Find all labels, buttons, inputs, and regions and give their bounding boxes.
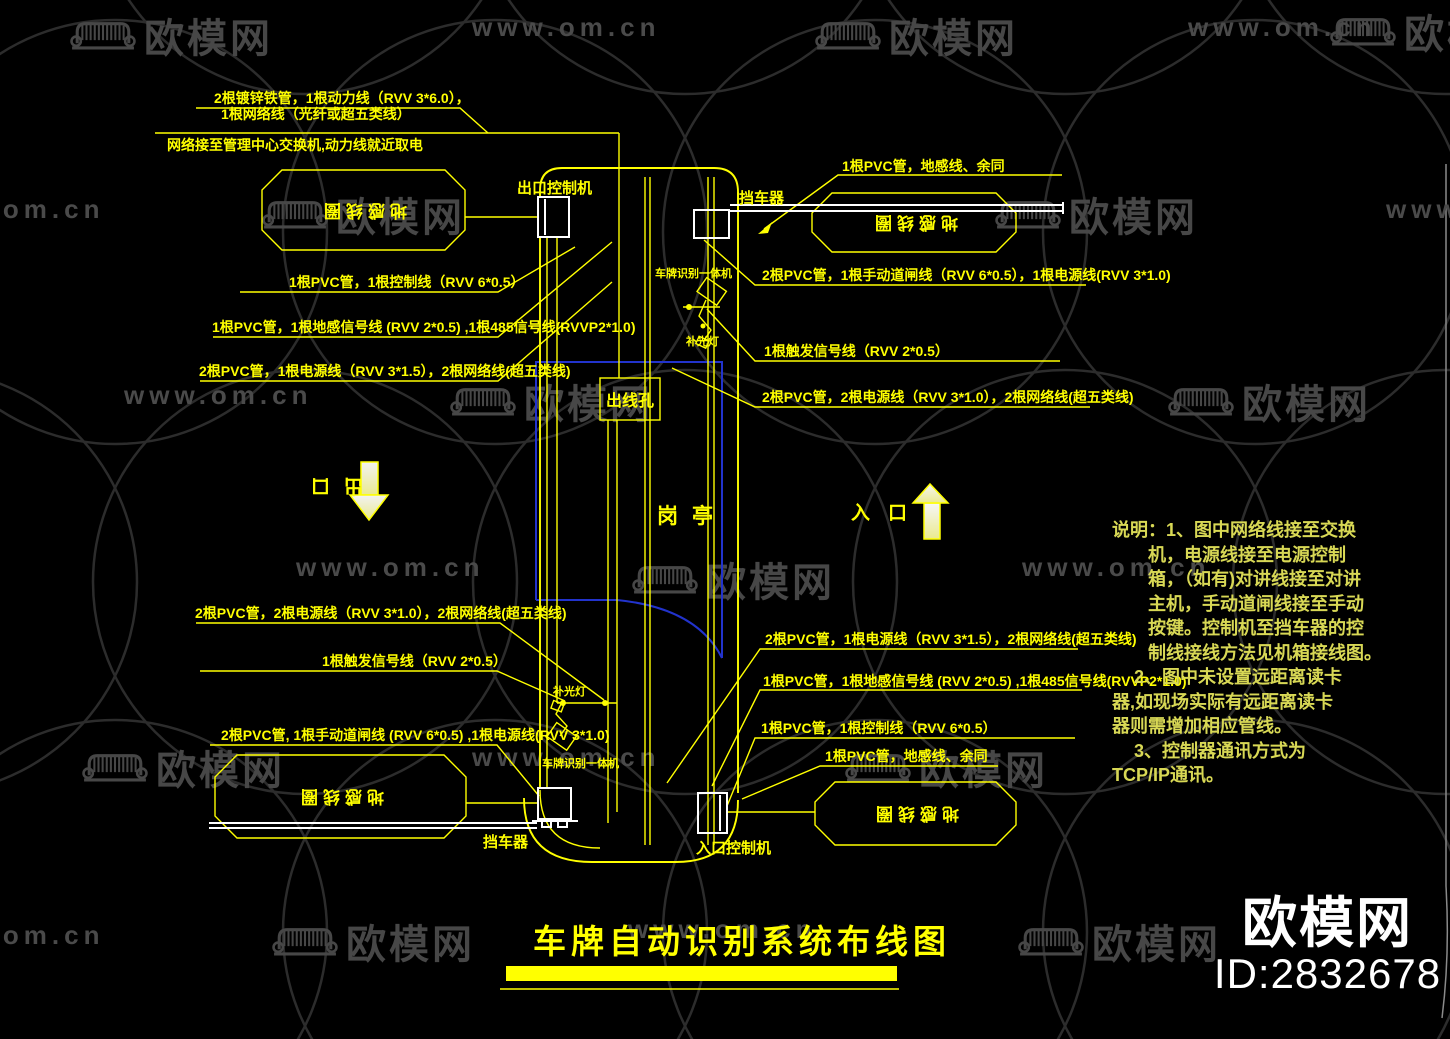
callout-top3: 网络接至管理中心交换机,动力线就近取电 xyxy=(167,137,423,153)
watermark-url: www.om.cn xyxy=(124,380,313,410)
barrier-arm-bottom xyxy=(209,822,537,829)
callout-left1: 1根PVC管，1根控制线（RVV 6*0.5） xyxy=(289,274,524,290)
screen-edge-artifact xyxy=(1441,164,1449,1019)
title-underline-bar xyxy=(506,966,897,981)
callout-bright3: 1根PVC管，1根控制线（RVV 6*0.5） xyxy=(761,720,996,736)
watermark-brand: 欧模网 xyxy=(70,6,273,64)
callout-bleft1: 2根PVC管，2根电源线（RVV 3*1.0），2根网络线(超五类线) xyxy=(195,605,567,621)
coil-label: 地感线圈 xyxy=(296,787,384,807)
exit-direction-label: 出口 xyxy=(297,475,363,498)
watermark-url-partial: www.om.cn xyxy=(0,194,105,224)
note-line: 按键。控制机至挡车器的控 xyxy=(1148,618,1364,638)
site-logo-brand: 欧模网 xyxy=(1241,892,1413,954)
note-line: TCP/IP通讯。 xyxy=(1112,765,1225,785)
conduit-wires xyxy=(465,133,815,823)
watermark-brand: 欧模网 xyxy=(632,550,835,608)
booth-label: 岗亭 xyxy=(657,504,727,528)
site-logo-block: 欧模网 ID:2832678 xyxy=(1205,894,1450,996)
camera-top xyxy=(686,276,728,350)
leader-arrowhead xyxy=(758,222,772,234)
drawing-title-block: 车牌自动识别系统布线图 xyxy=(500,923,951,990)
light-top-label: 补光灯 xyxy=(685,334,719,348)
watermark-brand: 欧模网 xyxy=(272,912,475,970)
watermark-url: www.om.cn xyxy=(1022,552,1211,582)
site-logo-id: ID:2832678 xyxy=(1213,950,1442,997)
callout-bleft2: 1根触发信号线（RVV 2*0.5） xyxy=(322,653,507,669)
watermark-url: www.om.cn xyxy=(472,742,661,772)
coil-label: 地感线圈 xyxy=(319,201,407,221)
callout-right3: 1根触发信号线（RVV 2*0.5） xyxy=(764,343,949,359)
note-line: 箱，（如有)对讲线接至对讲 xyxy=(1148,569,1361,589)
callout-leader-lines xyxy=(155,107,1090,807)
guard-booth-outline xyxy=(535,361,723,659)
callout-left2: 1根PVC管，1根地感信号线 (RVV 2*0.5) ,1根485信号线(RVV… xyxy=(212,319,636,335)
note-line: 2、图中未设置远距离读卡 xyxy=(1134,667,1343,687)
barrier-arm-top xyxy=(730,202,1064,214)
note-line: 机，电源线接至电源控制 xyxy=(1148,544,1346,565)
callout-bleft3: 2根PVC管, 1根手动道闸线 (RVV 6*0.5) ,1根电源线(RVV 3… xyxy=(221,727,609,743)
island-structure xyxy=(523,167,739,863)
drawing-title: 车牌自动识别系统布线图 xyxy=(533,923,951,960)
note-line: 器,如现场实际有远距离读卡 xyxy=(1112,691,1333,712)
barrier-top-label: 挡车器 xyxy=(739,189,785,207)
watermark-brand: 欧模网 xyxy=(262,185,465,243)
coil-label: 地感线圈 xyxy=(870,213,958,233)
watermark-brand: 欧模网 xyxy=(815,6,1018,64)
devices-white xyxy=(209,196,1064,834)
callout-top2: 1根网络线（光纤或超五类线） xyxy=(221,106,411,122)
watermark-brand: 欧模网 xyxy=(845,738,1048,796)
note-line: 主机，手动道闸线接至手动 xyxy=(1148,593,1364,614)
note-line: 说明：1、图中网络线接至交换 xyxy=(1112,520,1357,540)
watermark-brand: 欧模网 xyxy=(1018,912,1221,970)
note-line: 3、控制器通讯方式为 xyxy=(1134,740,1307,761)
camera-top-label: 车牌识别一体机 xyxy=(655,266,732,280)
watermark-brand: 欧模网 xyxy=(1330,2,1450,60)
entry-arrow xyxy=(911,482,950,540)
callout-right4: 2根PVC管，2根电源线（RVV 3*1.0），2根网络线(超五类线) xyxy=(762,389,1134,405)
callout-bright2: 1根PVC管，1根地感信号线 (RVV 2*0.5) ,1根485信号线(RVV… xyxy=(763,673,1187,689)
watermark-brand: 欧模网 xyxy=(82,738,285,796)
callout-left3: 2根PVC管，1根电源线（RVV 3*1.5），2根网络线(超五类线) xyxy=(199,363,571,379)
watermark-url: www.om.cn xyxy=(628,914,817,944)
coil-label: 地感线圈 xyxy=(871,804,959,824)
watermark-url: www.om.cn xyxy=(296,552,485,582)
watermark-url: www.om.cn xyxy=(472,12,661,42)
camera-bottom xyxy=(546,699,608,752)
watermark-brand: 欧模网 xyxy=(1168,372,1371,430)
note-line: 制线接线方法见机箱接线图。 xyxy=(1148,642,1382,663)
outlet-hole-box: 出线孔 xyxy=(599,377,661,421)
callout-right1: 1根PVC管，地感线、余同 xyxy=(842,158,1005,174)
outlet-label: 出线孔 xyxy=(606,391,654,410)
watermark-url-partial: www.om.cn xyxy=(0,920,105,950)
watermark-url: www.om.cn xyxy=(1188,12,1377,42)
notes-block: 说明：1、图中网络线接至交换 机，电源线接至电源控制 箱，（如有)对讲线接至对讲… xyxy=(1112,518,1432,788)
exit-controller-label: 出口控制机 xyxy=(517,179,592,197)
watermark-url-partial: www.om.cn xyxy=(1386,194,1450,224)
ground-coil-boxes: 地感线圈 地感线圈 地感线圈 地感线圈 xyxy=(214,169,1017,846)
entry-controller-label: 入口控制机 xyxy=(696,839,771,857)
watermark-brand: 欧模网 xyxy=(995,185,1198,243)
entry-direction-label: 入口 xyxy=(851,502,925,524)
callout-right2: 2根PVC管，1根手动道闸线（RVV 6*0.5），1根电源线(RVV 3*1.… xyxy=(762,267,1171,283)
light-bottom-label: 补光灯 xyxy=(552,684,586,698)
callout-bright1: 2根PVC管，1根电源线（RVV 3*1.5），2根网络线(超五类线) xyxy=(765,631,1137,647)
callout-bright4: 1根PVC管，地感线、余同 xyxy=(825,748,988,764)
callout-top1: 2根镀锌铁管，1根动力线（RVV 3*6.0）， xyxy=(214,90,470,106)
camera-bottom-label: 车牌识别一体机 xyxy=(542,756,619,770)
note-line: 器则需增加相应管线。 xyxy=(1112,716,1292,736)
barrier-bottom-label: 挡车器 xyxy=(483,833,529,851)
exit-arrow xyxy=(348,461,390,522)
